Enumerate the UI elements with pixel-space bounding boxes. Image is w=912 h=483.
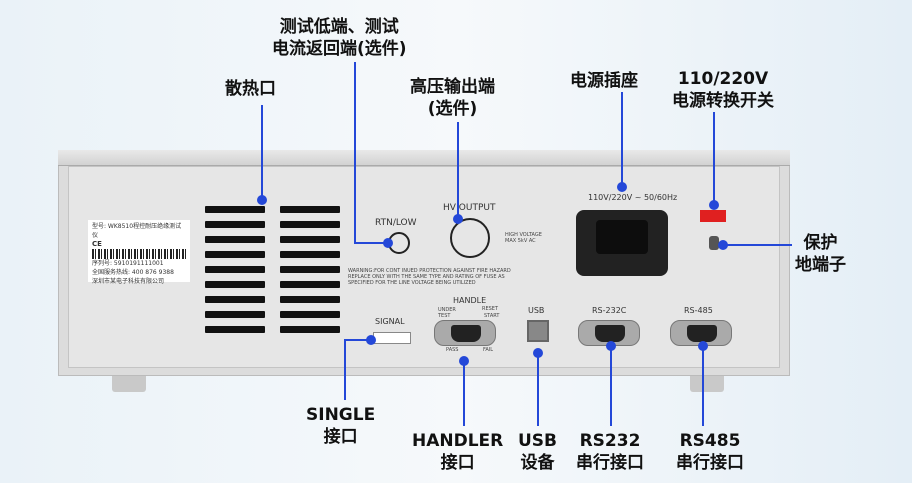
vent-slot xyxy=(280,326,340,333)
handle-label: HANDLE xyxy=(453,296,487,305)
leader-handler xyxy=(463,360,465,426)
leader-dot xyxy=(453,214,463,224)
barcode xyxy=(92,249,186,259)
signal-label: SIGNAL xyxy=(375,317,405,326)
foot-left xyxy=(112,376,146,392)
annotation-rtn-low: 测试低端、测试电流返回端(选件) xyxy=(272,17,407,59)
vent-slot xyxy=(280,281,340,288)
leader-rtn-horizontal xyxy=(354,242,388,244)
sticker-model: 型号: WK8510程控耐压绝缘测试仪 xyxy=(92,223,182,239)
leader-dot xyxy=(617,182,627,192)
vent-slot xyxy=(205,326,265,333)
leader-single xyxy=(344,340,346,400)
handle-pin-pass: PASS xyxy=(446,347,459,353)
leader-dot xyxy=(709,200,719,210)
rtn-low-label: RTN/LOW xyxy=(375,218,417,228)
leader-power xyxy=(621,92,623,186)
leader-rtn xyxy=(354,62,356,243)
leader-dot xyxy=(459,356,469,366)
vent-slot xyxy=(205,206,265,213)
ce-mark: CE xyxy=(92,240,102,248)
leader-ground xyxy=(722,244,792,246)
vent-slot xyxy=(280,221,340,228)
hv-output-terminal[interactable] xyxy=(450,218,490,258)
hv-output-label: HV OUTPUT xyxy=(443,203,496,213)
signal-port[interactable] xyxy=(373,332,411,344)
leader-dot xyxy=(533,348,543,358)
leader-dot xyxy=(257,195,267,205)
rs485-label: RS-485 xyxy=(684,306,713,315)
vent-slot xyxy=(205,236,265,243)
leader-rs485 xyxy=(702,345,704,426)
annotation-vent: 散热口 xyxy=(225,79,276,99)
leader-hv xyxy=(457,122,459,220)
usb-label: USB xyxy=(528,306,545,315)
leader-vent xyxy=(261,105,263,200)
vent-slot xyxy=(205,296,265,303)
ground-terminal[interactable] xyxy=(709,236,719,250)
vent-slot xyxy=(205,251,265,258)
annotation-power-socket: 电源插座 xyxy=(570,71,638,91)
leader-rs232 xyxy=(610,345,612,426)
vent-slot xyxy=(280,236,340,243)
vent-slot xyxy=(280,266,340,273)
vent-slot xyxy=(280,311,340,318)
vent-slot xyxy=(205,266,265,273)
usb-port[interactable] xyxy=(527,320,549,342)
sticker-hotline: 全国服务热线: 400 876 9388 xyxy=(92,269,174,276)
leader-dot xyxy=(718,240,728,250)
handle-pin-under-test: UNDER TEST xyxy=(438,307,456,319)
rs485-port[interactable] xyxy=(670,320,732,346)
vent-slot xyxy=(280,206,340,213)
handler-port[interactable] xyxy=(434,320,496,346)
vent-slot xyxy=(205,221,265,228)
annotation-ground: 保护地端子 xyxy=(795,233,846,275)
annotation-hv-output: 高压输出端(选件) xyxy=(410,77,495,119)
voltage-switch[interactable] xyxy=(700,210,726,222)
handle-pin-reset: RESET xyxy=(482,306,499,312)
handle-pin-start: START xyxy=(484,313,500,319)
leader-usb xyxy=(537,352,539,426)
leader-switch xyxy=(713,112,715,204)
foot-right xyxy=(690,376,724,392)
vent-slot xyxy=(205,311,265,318)
power-socket[interactable] xyxy=(576,210,668,276)
leader-dot xyxy=(606,341,616,351)
device-lid xyxy=(58,150,790,166)
leader-dot xyxy=(383,238,393,248)
vent-slot xyxy=(205,281,265,288)
sticker-serial: 序列号: 5910191111001 xyxy=(92,260,164,267)
sticker-company: 深圳市某电子科技有限公司 xyxy=(92,278,165,285)
power-rating-label: 110V/220V ~ 50/60Hz xyxy=(588,193,678,202)
nameplate-sticker: 型号: WK8510程控耐压绝缘测试仪 CE 序列号: 591019111100… xyxy=(88,220,190,285)
vent-slot xyxy=(280,251,340,258)
vent-slot xyxy=(280,296,340,303)
handle-pin-fail: FAIL xyxy=(483,347,494,353)
fuse-warning: WARNING:FOR CONT INUED PROTECTION AGAINS… xyxy=(348,268,511,286)
leader-single-horizontal xyxy=(344,339,372,341)
leader-dot xyxy=(366,335,376,345)
rs232c-label: RS-232C xyxy=(592,306,627,315)
leader-dot xyxy=(698,341,708,351)
